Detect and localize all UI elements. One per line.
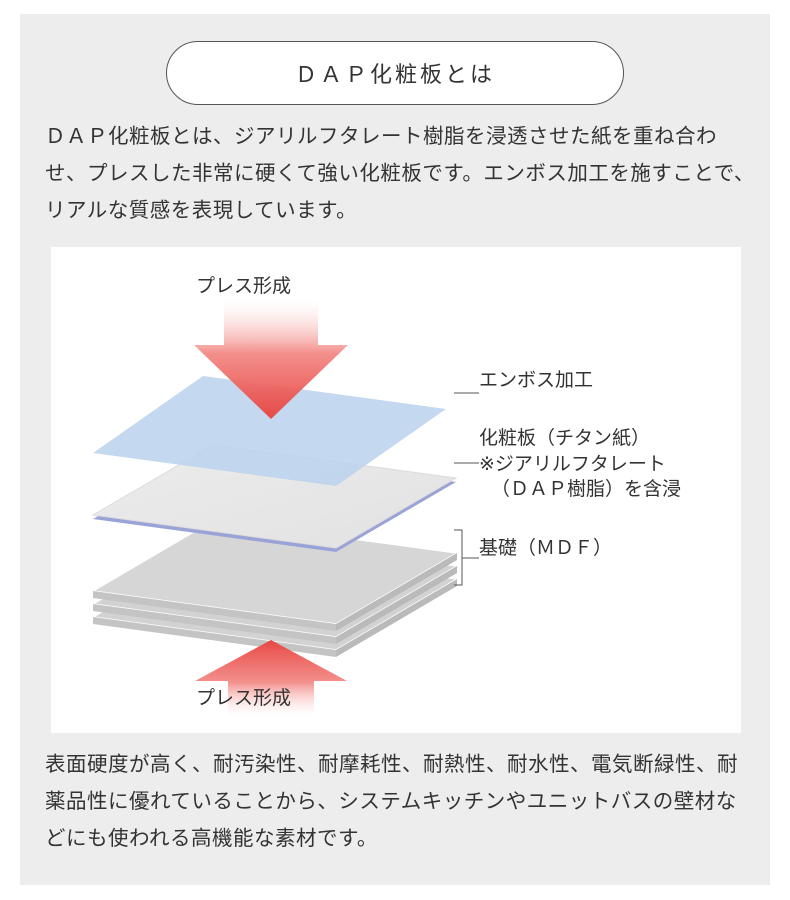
mdf-bracket [454,529,479,586]
press-forming-top-label: プレス形成 [196,275,292,297]
layer-diagram: プレス形成 プレス形成 エンボス加工 化粧板（チタン紙） ※ジアリルフタレート … [51,247,741,733]
info-panel: ＤＡＰ化粧板とは ＤＡＰ化粧板とは、ジアリルフタレート樹脂を浸透させた紙を重ね合… [20,14,770,885]
press-forming-bottom-label: プレス形成 [196,687,292,709]
mdf-base-layers [90,519,460,657]
emboss-label: エンボス加工 [479,369,594,391]
section-title: ＤＡＰ化粧板とは [166,41,624,105]
layer-diagram-graphic [90,299,479,717]
decorative-board-label: 化粧板（チタン紙） [479,427,651,449]
intro-text: ＤＡＰ化粧板とは、ジアリルフタレート樹脂を浸透させた紙を重ね合わせ、プレスした非… [45,124,755,222]
emboss-layer [93,376,446,486]
press-arrow-down-icon [194,299,348,419]
outro-text: 表面硬度が高く、耐汚染性、耐摩耗性、耐熱性、耐水性、電気断緑性、耐薬品性に優れて… [45,752,738,850]
mdf-label: 基礎（ＭＤＦ） [479,537,613,559]
press-arrow-up-icon [195,640,347,717]
board-note-line-1: ※ジアリルフタレート [479,453,666,475]
decorative-board-layer [91,444,458,552]
board-note-line-2: （ＤＡＰ樹脂）を含浸 [491,478,682,500]
